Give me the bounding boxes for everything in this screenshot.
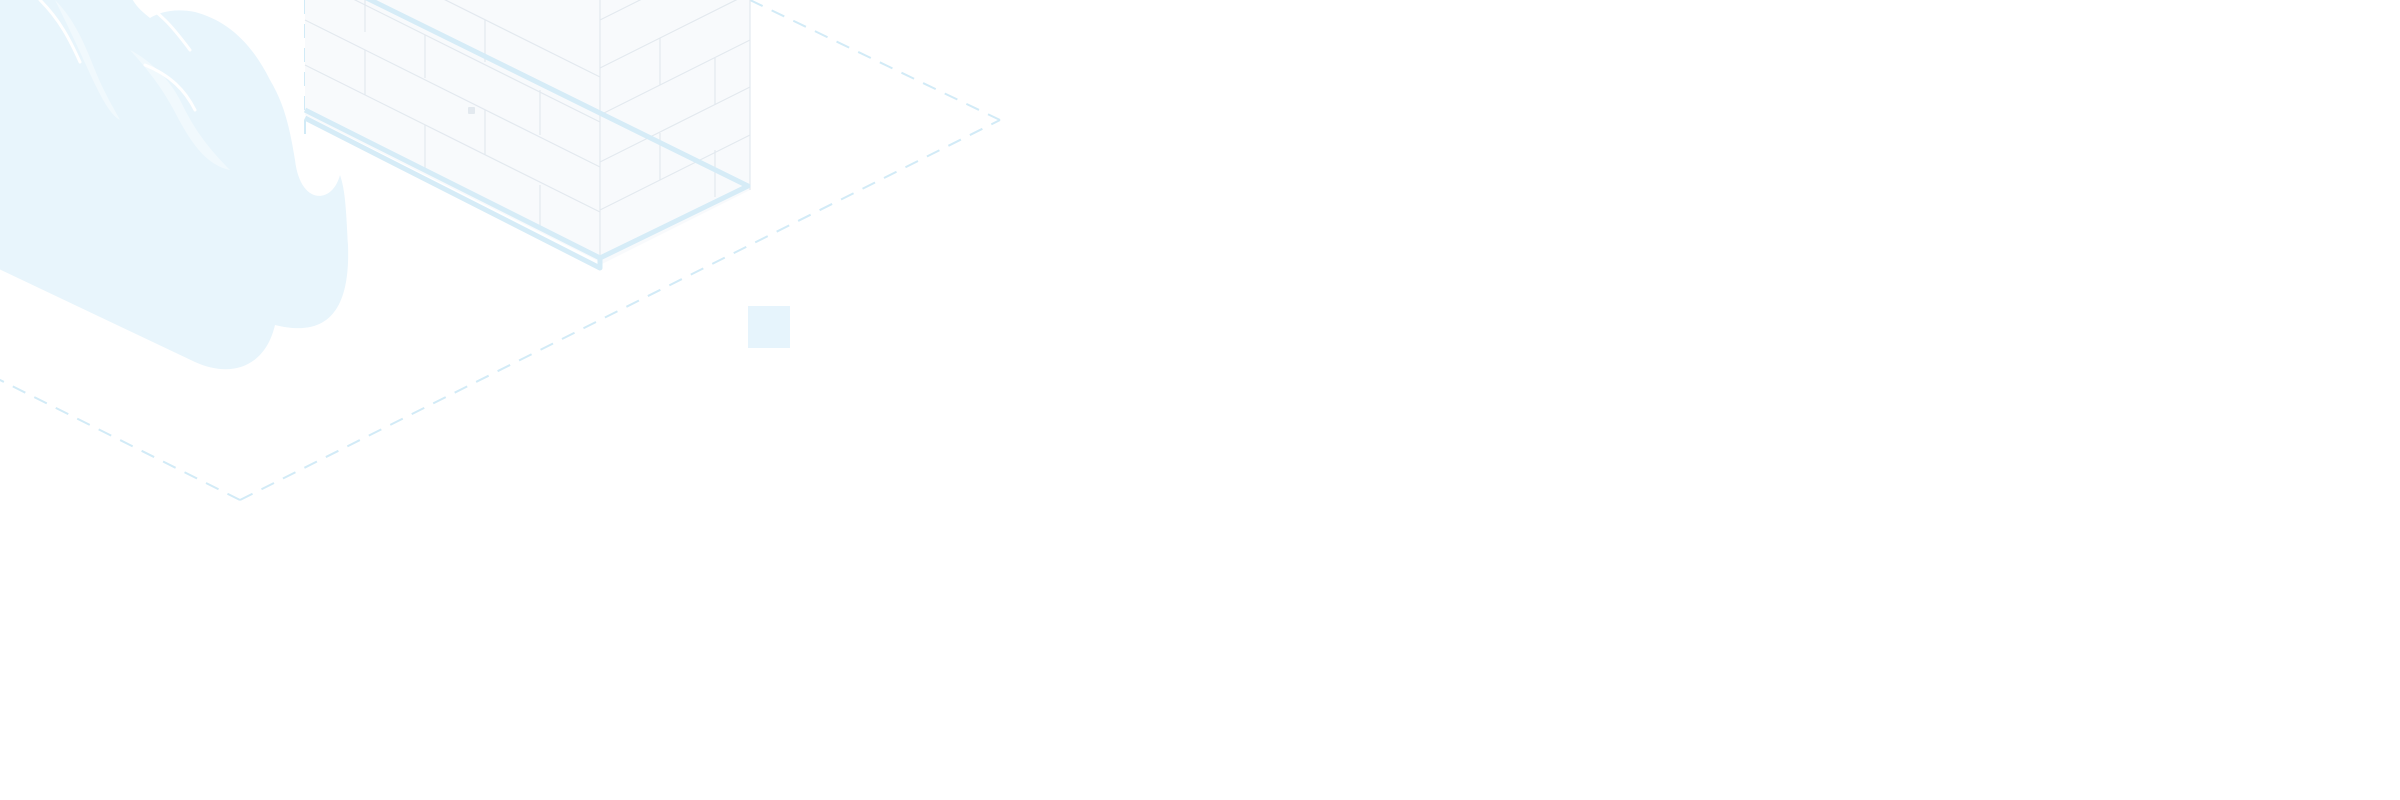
grid-block-right-face	[600, 0, 750, 265]
grid-block-edge	[303, 0, 751, 271]
cloud-highlight	[55, 0, 230, 170]
cloud-icon	[0, 0, 349, 370]
dashed-platform-outline	[0, 0, 1001, 501]
square-icon	[748, 306, 790, 348]
grid-lines	[304, 0, 751, 262]
grid-dot	[468, 107, 475, 114]
cloud-contour	[38, 0, 197, 112]
grid-block-left-face	[305, 0, 600, 262]
